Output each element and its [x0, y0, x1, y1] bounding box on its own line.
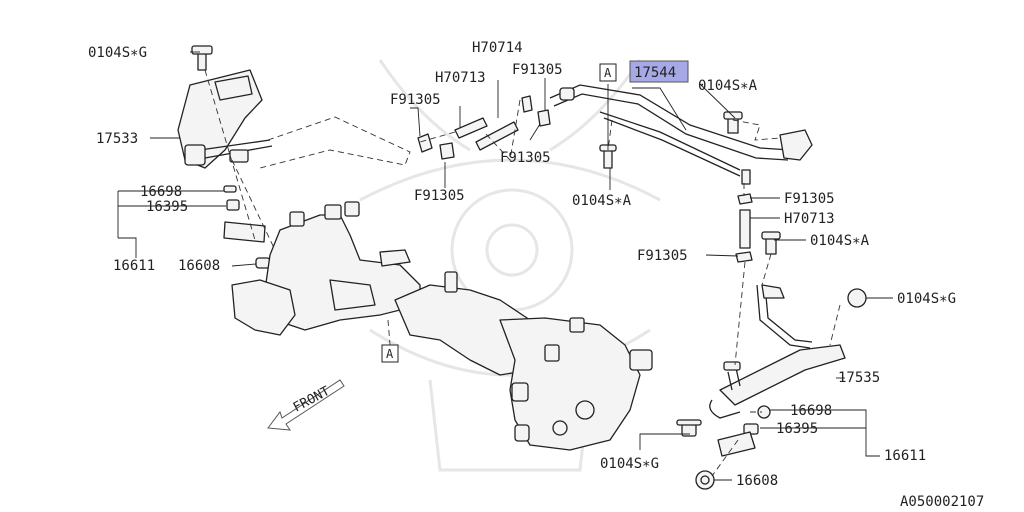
label-bolt-g-right: 0104S∗G [897, 291, 956, 307]
label-f91305-low: F91305 [414, 188, 465, 204]
label-h70714: H70714 [472, 40, 523, 56]
label-16698-left: 16698 [140, 184, 182, 200]
label-17535: 17535 [838, 370, 880, 386]
label-bolt-a-right: 0104S∗A [810, 233, 870, 249]
label-bolt-g-top: 0104S∗G [88, 45, 147, 61]
ref-a-low: A [386, 347, 394, 361]
ref-box-low [381, 344, 399, 363]
top-hoses-clips [417, 95, 743, 169]
label-f91305-right-2: F91305 [637, 248, 688, 264]
label-16608-left: 16608 [178, 258, 220, 274]
label-bolt-a-top: 0104S∗A [698, 78, 758, 94]
label-16395-right: 16395 [776, 421, 818, 437]
label-h70713-top: H70713 [435, 70, 486, 86]
fuel-pipe-assembly [549, 84, 813, 185]
right-side-parts [735, 193, 867, 349]
label-16395-left: 16395 [146, 199, 188, 215]
label-16611-right: 16611 [884, 448, 926, 464]
intake-manifold-right [394, 271, 653, 451]
label-16698-right: 16698 [790, 403, 832, 419]
ref-box-top [599, 63, 617, 82]
label-bolt-g-low: 0104S∗G [600, 456, 659, 472]
leader-lines [117, 51, 893, 481]
ref-a-top: A [604, 66, 612, 80]
label-f91305-top-left: F91305 [390, 92, 441, 108]
diagram-id: A050002107 [900, 494, 984, 510]
label-f91305-top-right: F91305 [512, 62, 563, 78]
right-injector-parts [676, 405, 771, 490]
label-f91305-right-1: F91305 [784, 191, 835, 207]
label-front: FRONT [291, 384, 333, 416]
label-16611-left: 16611 [113, 258, 155, 274]
left-fuel-rail [177, 45, 273, 169]
label-17544: 17544 [634, 65, 676, 81]
front-arrow-icon [267, 379, 345, 431]
label-h70713-right: H70713 [784, 211, 835, 227]
label-bolt-a-mid: 0104S∗A [572, 193, 632, 209]
label-f91305-mid: F91305 [500, 150, 551, 166]
label-17533: 17533 [96, 131, 138, 147]
highlight-17544 [629, 60, 689, 83]
dashed-relations [204, 69, 841, 477]
label-16608-right: 16608 [736, 473, 778, 489]
left-injector-parts [223, 185, 271, 269]
right-fuel-rail [709, 344, 846, 419]
